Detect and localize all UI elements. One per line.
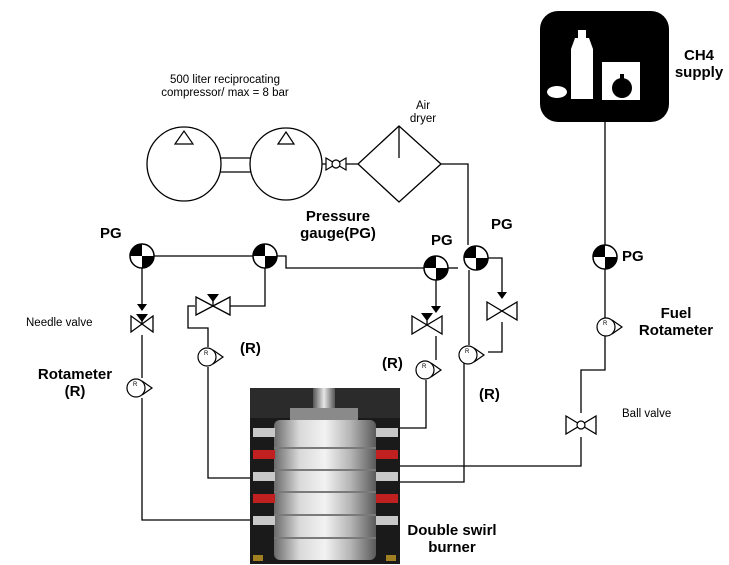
valve-icon [325,156,347,172]
burner-label: Double swirl burner [407,522,497,557]
pressure-gauge-icon [463,245,489,271]
pressure-gauge-icon [592,244,618,270]
needle-valve-label: Needle valve [26,317,93,329]
rotameter-label: Rotameter (R) [37,366,113,401]
pressure-gauge-icon [423,255,449,281]
ball-valve-icon [565,414,597,436]
valve-icon [411,313,443,336]
r-label: (R) [479,386,500,403]
pg-label: PG [100,225,122,242]
ball-valve-label: Ball valve [622,408,672,420]
air-dryer-icon [357,125,442,203]
compressor-tank-icon [146,126,222,202]
rotameter-icon [197,347,224,367]
burner-photo [250,388,400,564]
needle-valve-icon [130,314,154,334]
ch4-supply-label: CH4 supply [674,47,724,82]
pg-label: PG [491,216,513,233]
pressure-gauge-icon [252,243,278,269]
rotameter-icon [126,378,153,398]
pressure-gauge-label: Pressure gauge(PG) [300,208,376,243]
fuel-rotameter-label: Fuel Rotameter [638,305,714,340]
valve-icon [486,300,518,322]
flow-arrow-icon [137,292,507,313]
pressure-gauge-icon [129,243,155,269]
compressor-label: 500 liter reciprocating compressor/ max … [161,74,289,100]
pg-label: PG [622,248,644,265]
rotameter-icon [596,317,623,337]
r-label: (R) [240,340,261,357]
r-label: (R) [382,355,403,372]
rotameter-icon [458,345,485,365]
gas-supply-icon [540,11,669,122]
rotameter-icon [415,360,442,380]
compressor-tank-icon [249,127,323,201]
valve-icon [195,294,231,317]
pg-label: PG [431,232,453,249]
air-dryer-label: Air dryer [409,100,437,126]
